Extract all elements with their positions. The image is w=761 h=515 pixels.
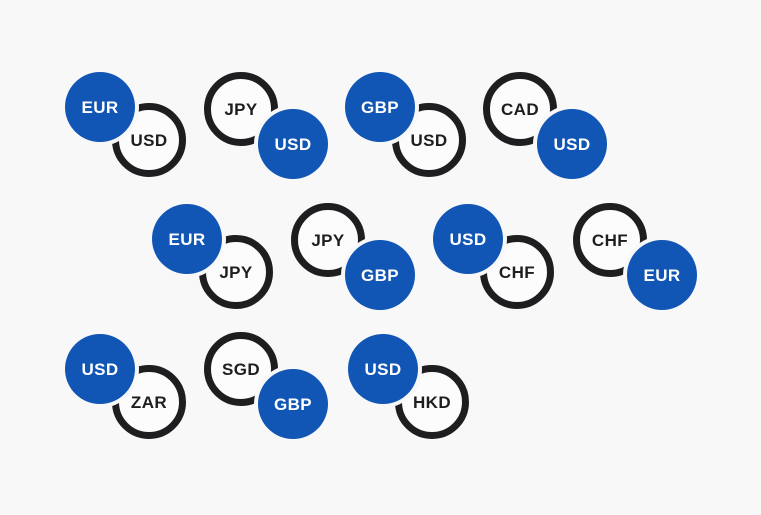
badge-usd: USD: [392, 103, 466, 177]
currency-code: USD: [449, 230, 487, 249]
pair-jpy-gbp: JPY GBP: [291, 203, 421, 315]
pair-jpy-usd: JPY USD: [204, 72, 334, 184]
currency-code: ZAR: [130, 393, 168, 412]
pair-sgd-gbp: SGD GBP: [204, 332, 334, 444]
pair-gbp-usd: GBP USD: [345, 72, 475, 184]
badge-cad: CAD: [483, 72, 557, 146]
badge-gbp: GBP: [258, 369, 328, 439]
badge-eur: EUR: [627, 240, 697, 310]
pair-chf-eur: CHF EUR: [573, 203, 703, 315]
currency-code: USD: [553, 135, 591, 154]
badge-usd: USD: [537, 109, 607, 179]
currency-code: SGD: [221, 360, 261, 379]
currency-code: USD: [274, 135, 312, 154]
currency-code: EUR: [81, 98, 119, 117]
pair-usd-chf: USD CHF: [433, 204, 563, 316]
currency-code: USD: [81, 360, 119, 379]
currency-code: HKD: [412, 393, 452, 412]
currency-code: GBP: [360, 266, 400, 285]
currency-code: USD: [130, 131, 168, 150]
pair-usd-hkd: USD HKD: [348, 334, 478, 446]
badge-gbp: GBP: [345, 240, 415, 310]
badge-usd: USD: [112, 103, 186, 177]
badge-usd: USD: [65, 334, 135, 404]
badge-eur: EUR: [65, 72, 135, 142]
badge-usd: USD: [433, 204, 503, 274]
currency-code: CAD: [500, 100, 540, 119]
currency-code: USD: [410, 131, 448, 150]
currency-code: CHF: [591, 231, 629, 250]
currency-code: JPY: [311, 231, 345, 250]
badge-eur: EUR: [152, 204, 222, 274]
currency-code: EUR: [643, 266, 681, 285]
currency-code: USD: [364, 360, 402, 379]
badge-gbp: GBP: [345, 72, 415, 142]
pair-eur-jpy: EUR JPY: [152, 204, 282, 316]
pair-usd-zar: USD ZAR: [65, 334, 195, 446]
pair-cad-usd: CAD USD: [483, 72, 613, 184]
currency-code: JPY: [219, 263, 253, 282]
badge-chf: CHF: [480, 235, 554, 309]
pair-eur-usd: EUR USD: [65, 72, 195, 184]
currency-code: CHF: [498, 263, 536, 282]
currency-code: GBP: [273, 395, 313, 414]
currency-code: GBP: [360, 98, 400, 117]
badge-usd: USD: [258, 109, 328, 179]
currency-code: EUR: [168, 230, 206, 249]
currency-code: JPY: [224, 100, 258, 119]
badge-usd: USD: [348, 334, 418, 404]
